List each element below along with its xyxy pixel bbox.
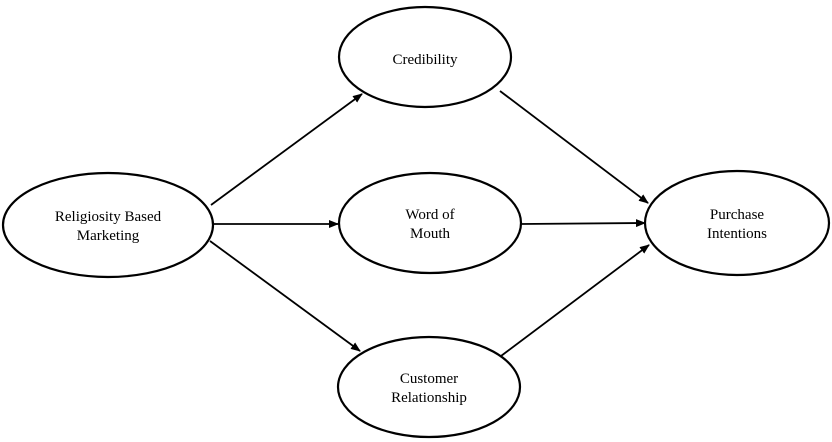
edge-word-of-mouth-to-purchase <box>520 219 646 228</box>
node-credibility: Credibility <box>337 5 513 109</box>
edge-rbm-to-customer-relationship <box>209 240 361 352</box>
edge-credibility-to-purchase <box>499 90 649 204</box>
node-purchase-intentions: Purchase Intentions <box>643 169 831 277</box>
node-label-line: Mouth <box>410 226 451 242</box>
node-label-line: Customer <box>400 371 458 387</box>
node-label-line: Purchase <box>710 207 764 223</box>
edge-rbm-to-credibility <box>210 93 363 206</box>
node-religiosity-based-marketing: Religiosity Based Marketing <box>1 171 215 279</box>
node-label-line: Credibility <box>393 52 458 68</box>
node-label-line: Marketing <box>77 228 140 244</box>
node-label-line: Intentions <box>707 226 767 242</box>
edge-customer-relationship-to-purchase <box>500 244 650 357</box>
node-word-of-mouth: Word of Mouth <box>337 171 523 275</box>
node-customer-relationship: Customer Relationship <box>336 335 522 439</box>
node-label-line: Relationship <box>391 390 467 406</box>
node-label-line: Religiosity Based <box>55 209 162 225</box>
node-label-line: Word of <box>405 207 454 223</box>
